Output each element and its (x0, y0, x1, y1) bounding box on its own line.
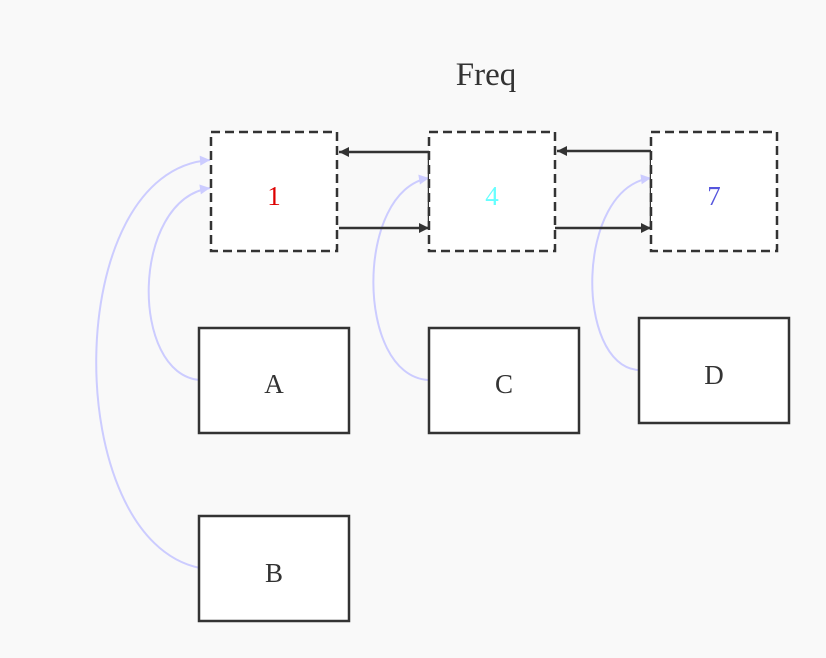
item-node-D[interactable]: D (637, 316, 791, 425)
item-node-C-box (427, 326, 581, 435)
edge-A-to-1 (147, 184, 211, 381)
item-node-C[interactable]: C (427, 326, 581, 435)
item-node-A-box (197, 326, 351, 435)
item-node-B-box (197, 514, 351, 623)
freq-node-4-box (427, 130, 557, 253)
freq-node-7-box (649, 130, 779, 253)
edge-D-to-7 (591, 174, 652, 371)
item-node-A[interactable]: A (197, 326, 351, 435)
freq-node-1-box (209, 130, 339, 253)
item-node-D-box (637, 316, 791, 425)
freq-node-4[interactable]: 4 (427, 130, 557, 253)
freq-node-7-label: 7 (707, 181, 721, 211)
edge-C-to-4 (372, 174, 430, 381)
freq-node-1[interactable]: 1 (209, 130, 339, 253)
freq-node-1-label: 1 (267, 181, 281, 211)
diagram-title: Freq (456, 57, 517, 93)
item-node-B-label: B (265, 558, 283, 588)
item-node-C-label: C (495, 369, 513, 399)
edge-7-to-4 (557, 146, 653, 228)
item-node-A-label: A (264, 369, 284, 399)
freq-node-4-label: 4 (485, 181, 499, 211)
item-node-B[interactable]: B (197, 514, 351, 623)
edge-B-to-1 (95, 155, 211, 569)
item-node-D-label: D (704, 360, 724, 390)
freq-node-7[interactable]: 7 (649, 130, 779, 253)
edge-4-to-1 (339, 147, 431, 228)
